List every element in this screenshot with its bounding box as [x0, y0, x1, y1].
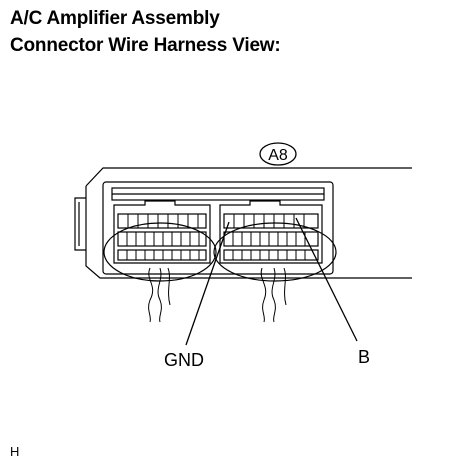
- connector-id-text: A8: [268, 147, 288, 164]
- harness-wires: [148, 267, 287, 323]
- footer-code: H: [10, 444, 19, 459]
- connector-id-badge: [259, 142, 297, 166]
- amplifier-housing: [85, 167, 412, 187]
- right-terminal-block: [219, 200, 323, 264]
- side-latch: [74, 197, 86, 251]
- amplifier-housing-bottom: [85, 186, 412, 279]
- gnd-leader-line: [185, 221, 230, 346]
- page-title-line-1: A/C Amplifier Assembly: [10, 8, 220, 29]
- right-harness-bundle: [213, 222, 337, 282]
- left-terminal-block: [113, 200, 211, 264]
- gnd-terminal-label: GND: [164, 350, 204, 370]
- b-terminal-label: B: [358, 347, 370, 367]
- b-leader-line: [295, 217, 358, 342]
- page-title-line-2: Connector Wire Harness View:: [10, 35, 281, 56]
- connector-body: [102, 181, 334, 275]
